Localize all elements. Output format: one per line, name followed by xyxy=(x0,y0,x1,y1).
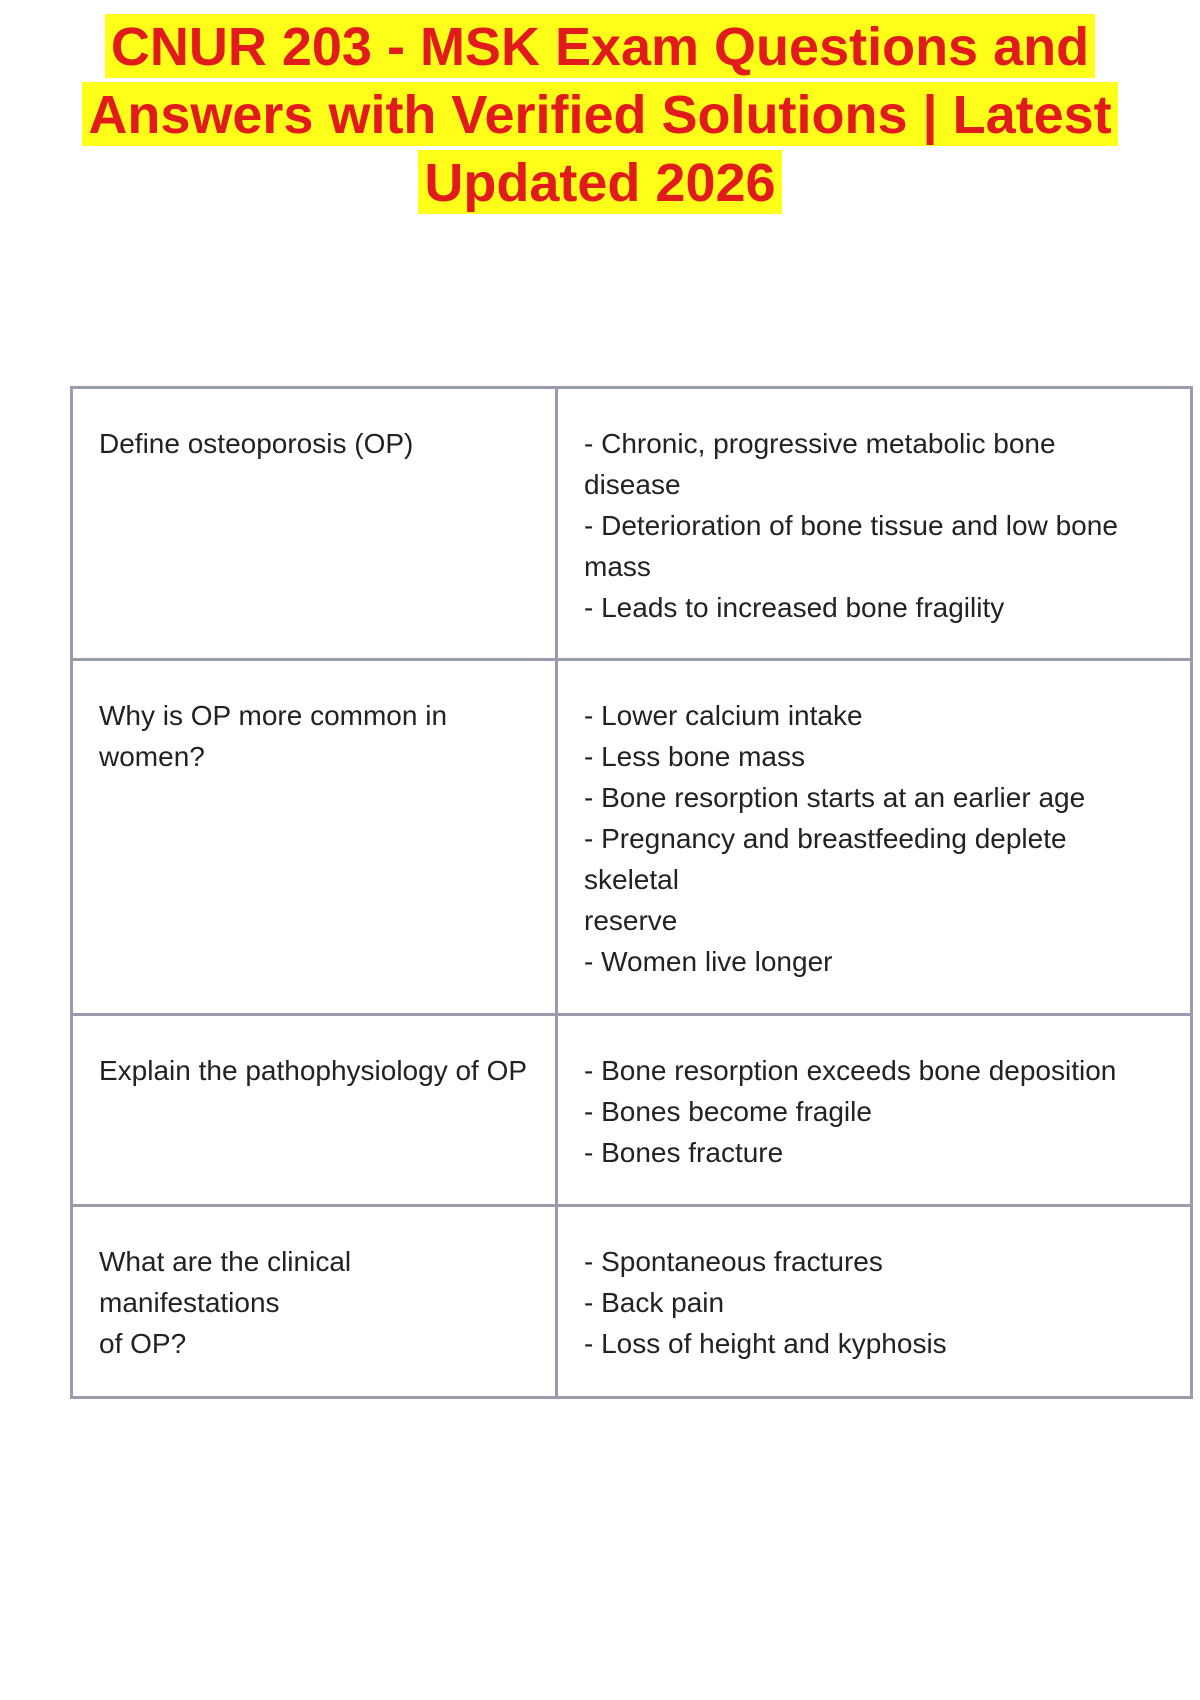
question-cell: Define osteoporosis (OP) xyxy=(70,386,558,661)
answer-cell: - Chronic, progressive metabolic bone di… xyxy=(555,386,1193,661)
table-row: Explain the pathophysiology of OP - Bone… xyxy=(70,1013,1193,1207)
answer-cell: - Bone resorption exceeds bone depositio… xyxy=(555,1013,1193,1207)
table-row: What are the clinical manifestations of … xyxy=(70,1204,1193,1399)
document-title: CNUR 203 - MSK Exam Questions and Answer… xyxy=(0,14,1200,218)
title-line-2: Answers with Verified Solutions | Latest xyxy=(0,82,1200,150)
table-row: Define osteoporosis (OP) - Chronic, prog… xyxy=(70,386,1193,661)
answer-cell: - Lower calcium intake - Less bone mass … xyxy=(555,658,1193,1016)
question-cell: Explain the pathophysiology of OP xyxy=(70,1013,558,1207)
answer-cell: - Spontaneous fractures - Back pain - Lo… xyxy=(555,1204,1193,1399)
table-row: Why is OP more common in women? - Lower … xyxy=(70,658,1193,1016)
question-cell: Why is OP more common in women? xyxy=(70,658,558,1016)
title-line-3: Updated 2026 xyxy=(0,150,1200,218)
title-line-1: CNUR 203 - MSK Exam Questions and xyxy=(0,14,1200,82)
qa-table: Define osteoporosis (OP) - Chronic, prog… xyxy=(70,386,1193,1399)
question-cell: What are the clinical manifestations of … xyxy=(70,1204,558,1399)
